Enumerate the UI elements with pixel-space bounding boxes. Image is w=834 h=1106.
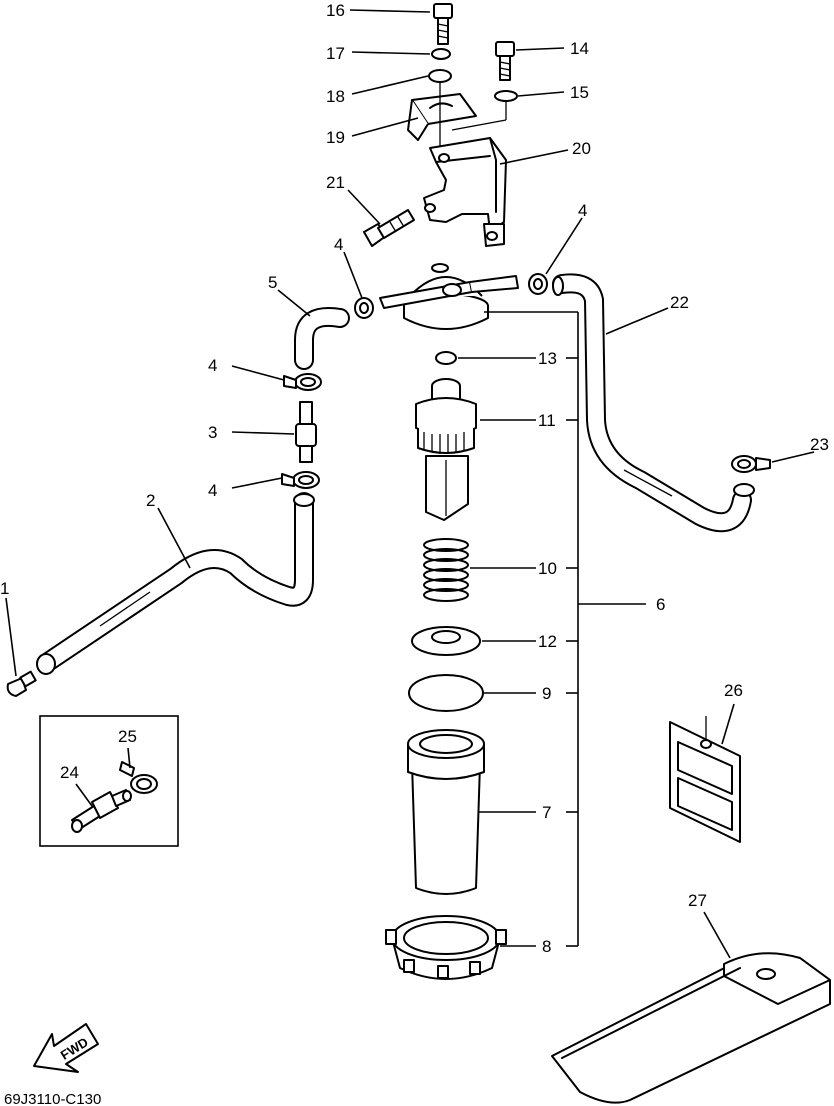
- filter-head: [379, 263, 519, 330]
- label-8: 8: [542, 937, 551, 956]
- label-12: 12: [538, 632, 557, 651]
- sheet-27: [551, 952, 831, 1104]
- label-11: 11: [538, 411, 556, 430]
- o-ring-13: [435, 351, 457, 365]
- label-4-head-right: 4: [578, 201, 587, 220]
- bracket-20: [423, 137, 507, 247]
- label-27: 27: [688, 891, 707, 910]
- hose-5: [294, 307, 350, 370]
- spring-10: [423, 538, 469, 602]
- plate-19: [407, 93, 477, 141]
- label-1: 1: [0, 579, 9, 598]
- label-4-lower: 4: [208, 481, 217, 500]
- label-14: 14: [570, 39, 589, 58]
- label-26: 26: [724, 681, 743, 700]
- nut-8: [385, 915, 507, 980]
- washer-12: [411, 626, 481, 656]
- o-ring-9: [408, 674, 484, 712]
- label-4-upper: 4: [208, 356, 217, 375]
- label-19: 19: [326, 128, 345, 147]
- label-15: 15: [570, 83, 589, 102]
- joint-3: [295, 401, 317, 463]
- label-25: 25: [118, 727, 137, 746]
- label-18: 18: [326, 87, 345, 106]
- label-21: 21: [326, 173, 345, 192]
- washer-15: [494, 90, 518, 102]
- fwd-arrow-icon: FWD: [33, 1023, 99, 1073]
- label-sheet-26: [669, 716, 741, 843]
- label-24: 24: [60, 763, 79, 782]
- clip-4-head-left: [354, 297, 374, 319]
- label-17: 17: [326, 44, 345, 63]
- clip-4-lower: [281, 471, 320, 489]
- clip-4-head-right: [528, 273, 548, 295]
- hose-2: [36, 492, 315, 675]
- label-2: 2: [146, 491, 155, 510]
- leader-lines: [5, 9, 815, 959]
- label-13: 13: [538, 349, 557, 368]
- label-5: 5: [268, 273, 277, 292]
- label-10: 10: [538, 559, 557, 578]
- washer-18: [428, 69, 452, 83]
- lock-washer-17: [431, 48, 451, 60]
- label-3: 3: [208, 423, 217, 442]
- label-16: 16: [326, 1, 345, 20]
- joint-24: [71, 789, 132, 833]
- label-23: 23: [810, 435, 829, 454]
- bolt-21: [363, 209, 415, 247]
- label-7: 7: [542, 803, 551, 822]
- element-11: [415, 378, 477, 521]
- label-9: 9: [542, 684, 551, 703]
- connector-1: [6, 670, 37, 697]
- label-20: 20: [572, 139, 591, 158]
- clip-4-upper: [283, 373, 322, 391]
- label-22: 22: [670, 293, 689, 312]
- filter-cup-7: [407, 729, 485, 895]
- bolt-16: [433, 3, 453, 45]
- bolt-14: [495, 41, 515, 81]
- label-6: 6: [656, 595, 665, 614]
- label-4-head-left: 4: [334, 235, 343, 254]
- clip-23: [731, 455, 771, 473]
- diagram-code: 69J3110-C130: [4, 1091, 101, 1106]
- hose-22: [552, 273, 755, 533]
